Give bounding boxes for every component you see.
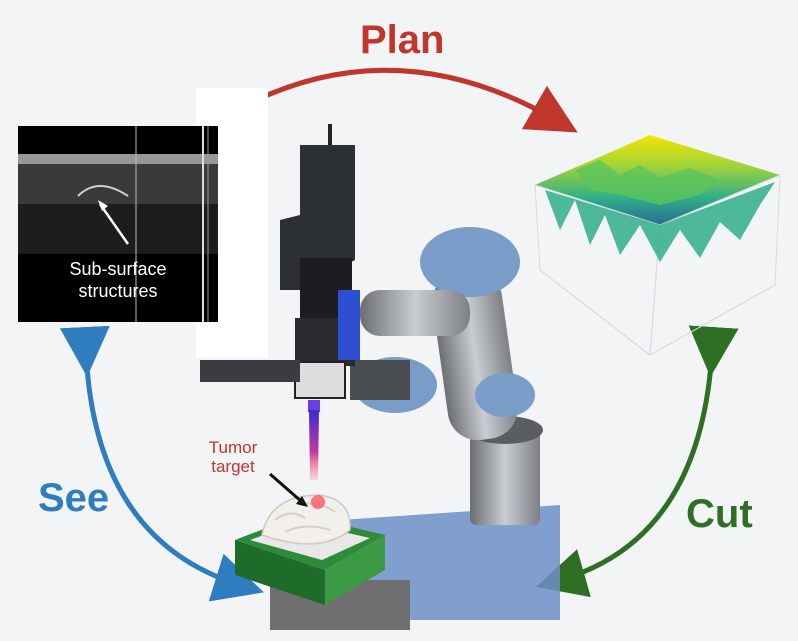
laser-beam (309, 410, 319, 480)
tumor-label-line2: target (211, 457, 255, 476)
oct-caption: Sub-surface structures (18, 258, 218, 302)
see-label: See (38, 476, 110, 520)
tumor-pointer-arrow (269, 472, 303, 504)
tumor-target-label: Tumor target (188, 438, 278, 476)
oct-image-panel (18, 126, 218, 322)
laser-head (200, 124, 360, 412)
plan-label: Plan (360, 18, 445, 62)
cut-cycle-arrow (535, 325, 739, 598)
brain-phantom (235, 494, 385, 605)
see-cycle-arrow (59, 325, 264, 602)
plan-cycle-arrow (216, 67, 578, 137)
surface-plot (534, 135, 781, 356)
oct-caption-line1: Sub-surface (69, 259, 167, 279)
structure-pointer-arrow (98, 203, 130, 245)
oct-scan (18, 126, 218, 322)
oct-caption-line2: structures (78, 281, 158, 301)
robot-arm (350, 227, 543, 525)
cut-label: Cut (686, 492, 753, 536)
tumor-label-line1: Tumor (208, 438, 258, 457)
